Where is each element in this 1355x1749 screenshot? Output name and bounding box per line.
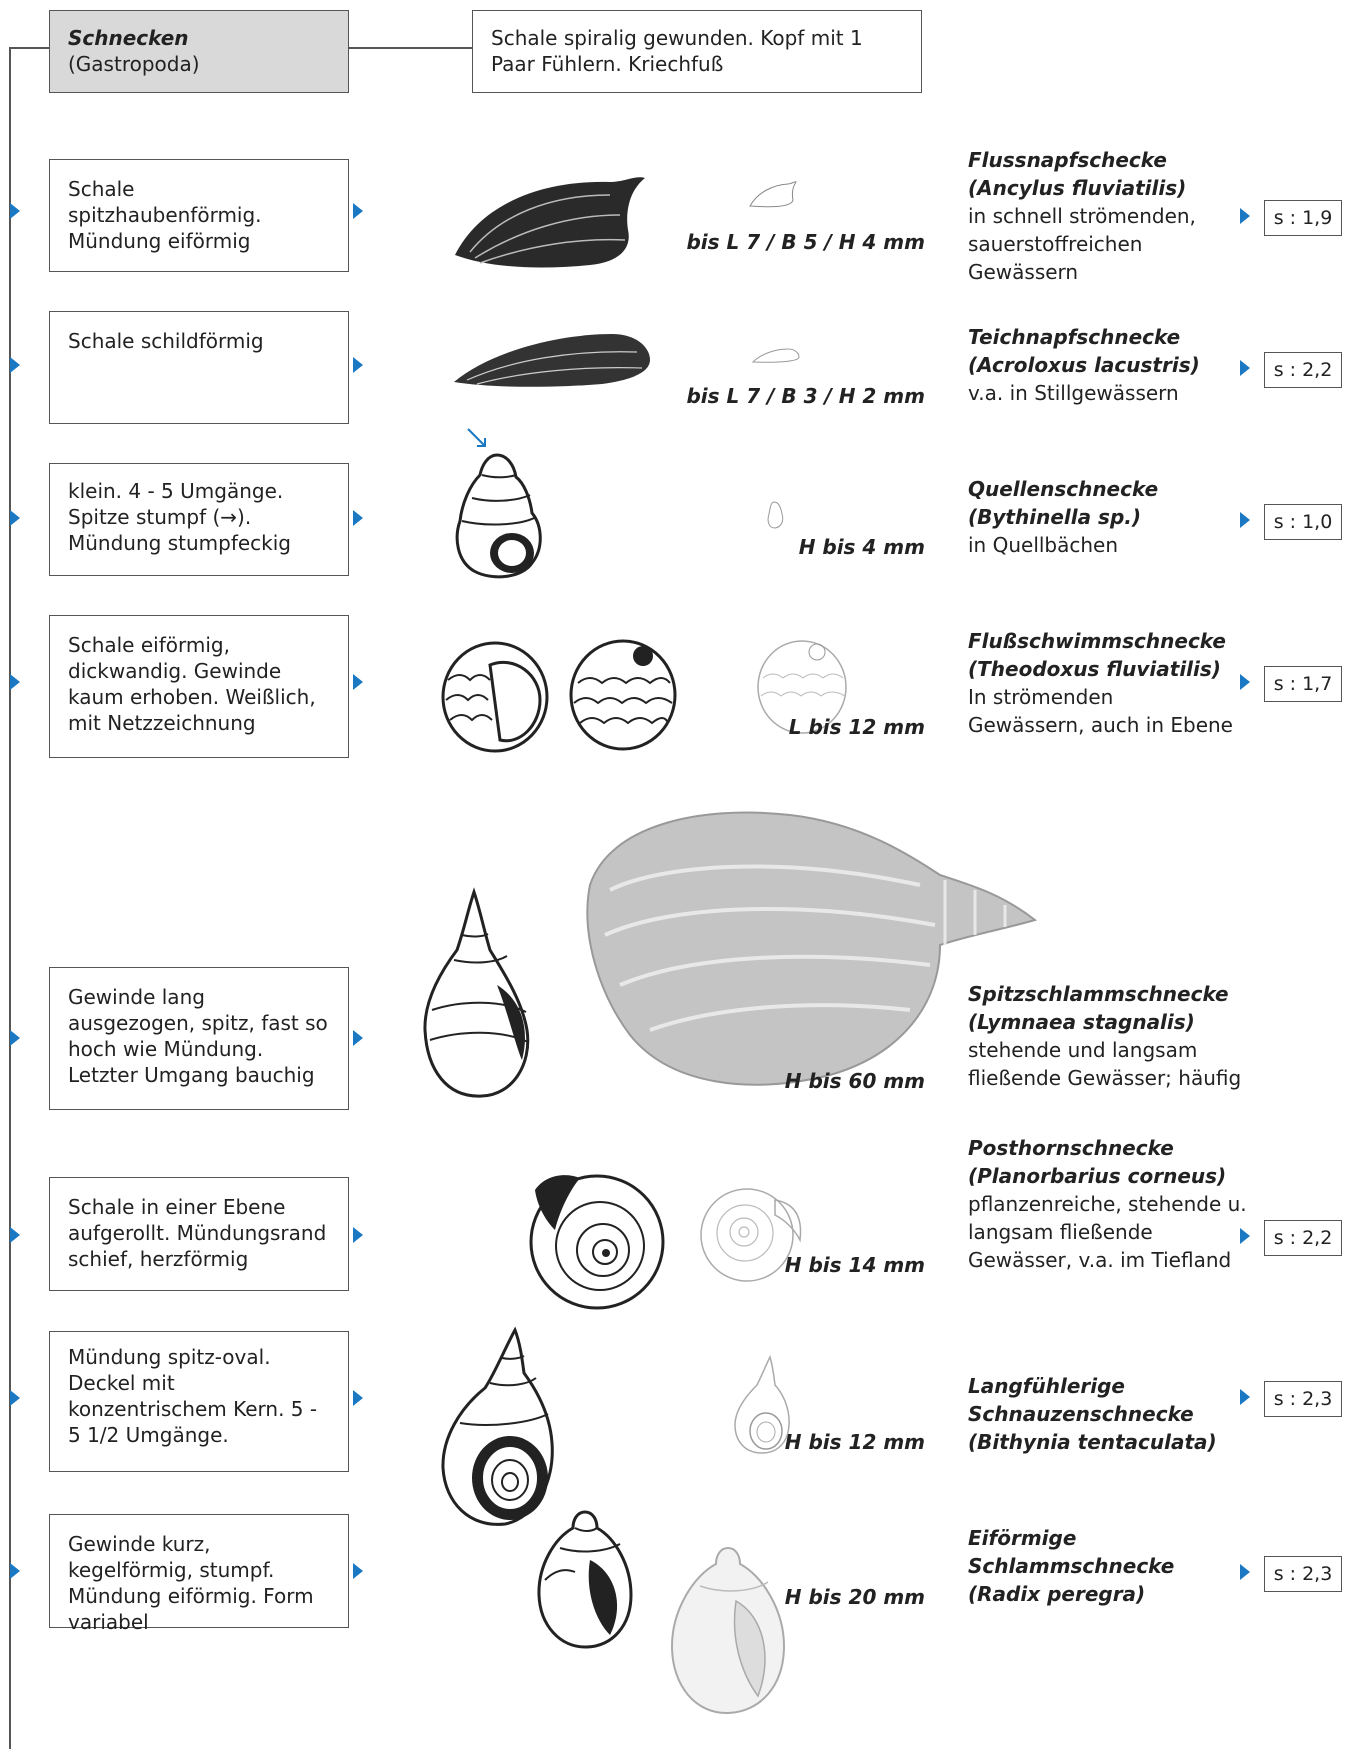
arrow-icon (1240, 1228, 1250, 1244)
ancylus-illustration-small (748, 180, 798, 210)
theodoxus-illustration-top (568, 638, 678, 753)
species-info: Eiförmige Schlammschnecke (Radix peregra… (968, 1524, 1233, 1608)
species-info: Flussnapfschecke (Ancylus fluviatilis) i… (968, 146, 1233, 286)
ancylus-illustration-large (450, 170, 650, 280)
key-box-5: Gewinde lang ausgezogen, spitz, fast so … (49, 967, 349, 1110)
arrow-icon (1240, 512, 1250, 528)
species-info: Flußschwimmschnecke (Theodoxus fluviatil… (968, 627, 1233, 739)
score-box: s : 2,3 (1264, 1381, 1342, 1417)
arrow-icon (353, 1563, 363, 1579)
species-info: Quellenschnecke (Bythinella sp.) in Quel… (968, 475, 1233, 559)
key-box-1: Schale spitzhaubenförmig. Mündung eiförm… (49, 159, 349, 272)
theodoxus-illustration-underside (440, 640, 550, 755)
arrow-icon (10, 1563, 20, 1579)
species-info: Posthornschnecke (Planorbarius corneus) … (968, 1134, 1248, 1274)
main-vertical-line (9, 47, 11, 1749)
arrow-icon (10, 203, 20, 219)
acroloxus-illustration-large (452, 330, 652, 390)
key-box-4: Schale eiförmig, dickwandig. Gewinde kau… (49, 615, 349, 758)
pointer-arrow-icon (466, 427, 490, 451)
arrow-icon (10, 357, 20, 373)
size-label: bis L 7 / B 5 / H 4 mm (665, 230, 925, 254)
score-box: s : 1,9 (1264, 200, 1342, 236)
bithynia-illustration-large (440, 1328, 560, 1528)
arrow-icon (1240, 208, 1250, 224)
score-box: s : 1,0 (1264, 504, 1342, 540)
header-description: Schale spiralig gewunden. Kopf mit 1 Paa… (472, 10, 922, 93)
arrow-icon (1240, 1564, 1250, 1580)
score-box: s : 2,3 (1264, 1556, 1342, 1592)
species-info: Langfühlerige Schnauzenschnecke (Bithyni… (968, 1372, 1233, 1456)
arrow-icon (10, 1390, 20, 1406)
species-info: Spitzschlammschnecke (Lymnaea stagnalis)… (968, 980, 1258, 1092)
size-label: H bis 12 mm (665, 1430, 925, 1454)
arrow-icon (353, 1227, 363, 1243)
arrow-icon (353, 1390, 363, 1406)
arrow-icon (10, 1030, 20, 1046)
key-box-6: Schale in einer Ebene aufgerollt. Mündun… (49, 1177, 349, 1291)
arrow-icon (353, 1030, 363, 1046)
arrow-icon (353, 203, 363, 219)
arrow-icon (1240, 360, 1250, 376)
bythinella-illustration-small (765, 500, 785, 530)
arrow-icon (10, 1227, 20, 1243)
planorbarius-illustration-large (525, 1170, 665, 1310)
arrow-icon (1240, 1389, 1250, 1405)
size-label: L bis 12 mm (665, 715, 925, 739)
arrow-icon (353, 674, 363, 690)
header-right-connector (349, 47, 472, 49)
key-box-7: Mündung spitz-oval. Deckel mit konzentri… (49, 1331, 349, 1472)
arrow-icon (10, 674, 20, 690)
key-box-2: Schale schildförmig (49, 311, 349, 424)
header-subtitle: (Gastropoda) (68, 51, 330, 77)
acroloxus-illustration-small (752, 347, 800, 365)
score-box: s : 2,2 (1264, 352, 1342, 388)
size-label: H bis 14 mm (665, 1253, 925, 1277)
size-label: H bis 20 mm (665, 1585, 925, 1609)
key-box-8: Gewinde kurz, kegelförmig, stumpf. Mündu… (49, 1514, 349, 1628)
header-box: Schnecken (Gastropoda) (49, 10, 349, 93)
bythinella-illustration-large (452, 453, 552, 583)
radix-illustration-light (668, 1546, 788, 1716)
key-box-3: klein. 4 - 5 Umgänge. Spitze stumpf (→).… (49, 463, 349, 576)
size-label: H bis 4 mm (665, 535, 925, 559)
arrow-icon (353, 510, 363, 526)
lymnaea-illustration-small (422, 890, 542, 1100)
header-left-connector (9, 47, 49, 49)
size-label: bis L 7 / B 3 / H 2 mm (665, 384, 925, 408)
score-box: s : 1,7 (1264, 666, 1342, 702)
arrow-icon (353, 357, 363, 373)
header-title: Schnecken (68, 25, 330, 51)
radix-illustration-dark (535, 1510, 635, 1650)
score-box: s : 2,2 (1264, 1220, 1342, 1256)
arrow-icon (10, 510, 20, 526)
arrow-icon (1240, 674, 1250, 690)
species-info: Teichnapfschnecke (Acroloxus lacustris) … (968, 323, 1233, 407)
size-label: H bis 60 mm (665, 1069, 925, 1093)
